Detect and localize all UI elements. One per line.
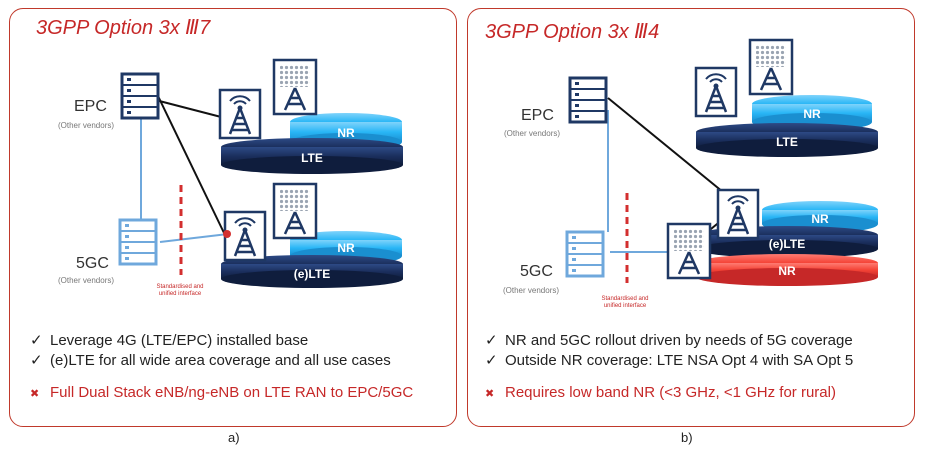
5gc-server-icon xyxy=(118,218,158,266)
panel-a-bottom-elte-label: (e)LTE xyxy=(294,267,330,281)
nr-antenna-tower-icon xyxy=(272,58,318,116)
panel-a-con: ✖Full Dual Stack eNB/ng-eNB on LTE RAN t… xyxy=(30,384,414,401)
panel-b-interface-note: Standardised and unified interface xyxy=(601,296,649,309)
epc-server-icon xyxy=(120,72,160,120)
panel-a-top-nr-label: NR xyxy=(337,126,355,140)
panel-b-bullet-2: ✓Outside NR coverage: LTE NSA Opt 4 with… xyxy=(485,352,854,369)
panel-a-interface-note: Standardised and unified interface xyxy=(156,284,204,297)
panel-b-bullet-1: ✓NR and 5GC rollout driven by needs of 5… xyxy=(485,332,853,349)
lte-tower-icon xyxy=(218,88,262,140)
panel-b-5gc-label: 5GC xyxy=(520,263,553,280)
panel-b-bottom-elte-label: (e)LTE xyxy=(769,237,805,251)
panel-b-epc-label: EPC xyxy=(521,107,554,124)
nr-antenna-tower-2-icon xyxy=(272,182,318,240)
nr-antenna-tower-b2-icon xyxy=(666,222,712,280)
panel-a-5gc-sub: (Other vendors) xyxy=(58,276,115,285)
connection-dot xyxy=(223,230,231,238)
panel-a-top-lte-label: LTE xyxy=(301,151,323,165)
panel-b-5gc-sub: (Other vendors) xyxy=(503,286,560,295)
panel-a-epc-sub: (Other vendors) xyxy=(58,121,115,130)
panel-a-bullet-2: ✓(e)LTE for all wide area coverage and a… xyxy=(30,352,391,369)
panel-b-epc-sub: (Other vendors) xyxy=(504,129,561,138)
epc-server-b-icon xyxy=(568,76,608,124)
panel-b-con: ✖Requires low band NR (<3 GHz, <1 GHz fo… xyxy=(485,384,836,401)
panel-b-top-nr-label: NR xyxy=(803,107,821,121)
elte-tower-b-icon xyxy=(716,188,760,240)
nr-antenna-tower-b-icon xyxy=(748,38,794,96)
panel-a-bottom-nr-label: NR xyxy=(337,241,355,255)
panel-a-5gc-label: 5GC xyxy=(76,255,109,272)
elte-tower-icon xyxy=(223,210,267,262)
lte-tower-b-icon xyxy=(694,66,738,118)
caption-a: a) xyxy=(228,430,240,445)
caption-b: b) xyxy=(681,430,693,445)
panel-a-epc-label: EPC xyxy=(74,98,107,115)
panel-b-bottom-nr2-label: NR xyxy=(778,264,796,278)
panel-a-title: 3GPP Option 3x Ⅲ7 xyxy=(36,17,211,39)
panel-b-bottom-nr1-label: NR xyxy=(811,212,829,226)
5gc-server-b-icon xyxy=(565,230,605,278)
panel-b-top-lte-label: LTE xyxy=(776,135,798,149)
panel-a-bullet-1: ✓Leverage 4G (LTE/EPC) installed base xyxy=(30,332,309,349)
panel-b-title: 3GPP Option 3x Ⅲ4 xyxy=(485,21,660,43)
